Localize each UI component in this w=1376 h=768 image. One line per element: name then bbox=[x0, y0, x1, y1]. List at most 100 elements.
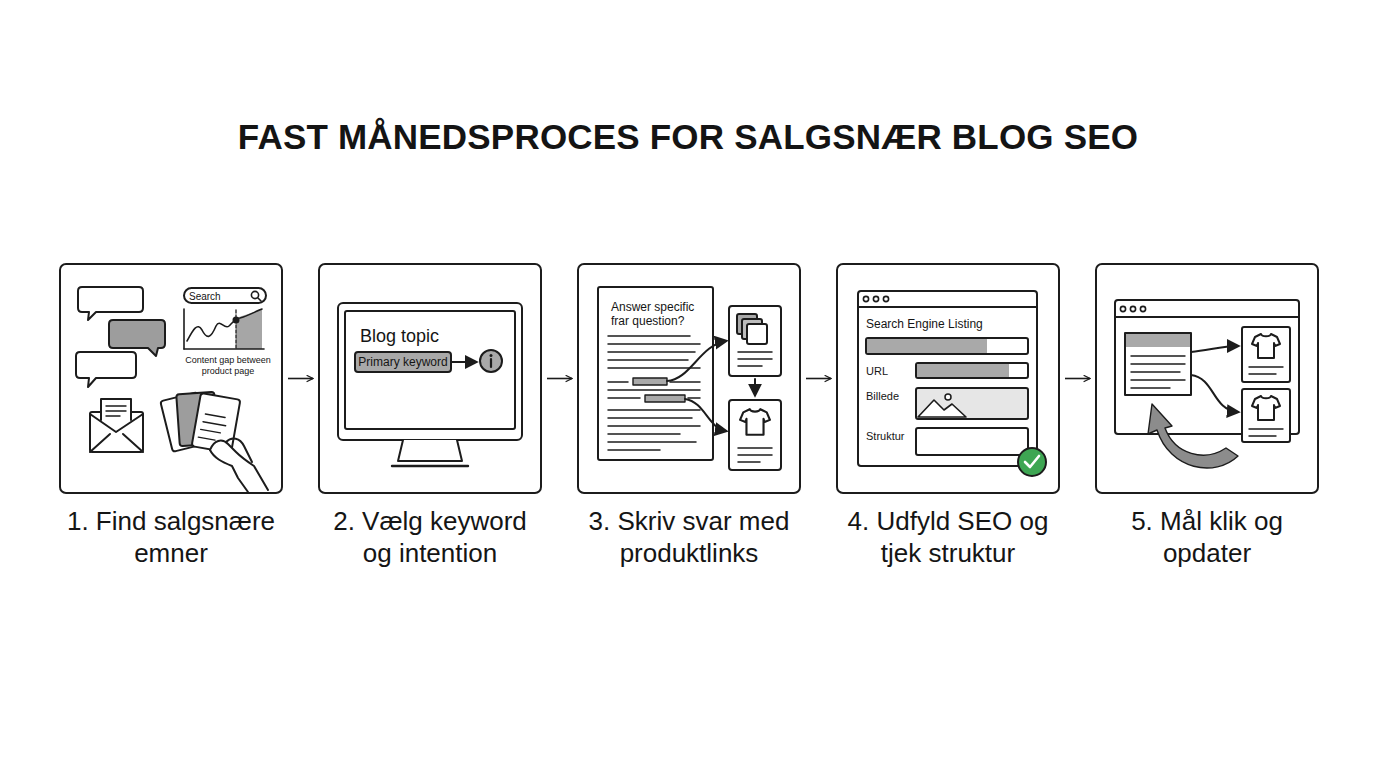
screen-heading: Blog topic bbox=[360, 325, 500, 347]
speech-bubbles bbox=[76, 287, 165, 387]
monitor-icon-part bbox=[398, 440, 462, 461]
search-chart bbox=[184, 288, 266, 349]
speech-bubbles-part bbox=[109, 320, 165, 356]
step-caption: 2. Vælg keyword og intention bbox=[322, 505, 538, 569]
envelope-icon bbox=[90, 399, 143, 452]
process-step-box: 3. Skriv svar med produktlinksAnswer spe… bbox=[577, 263, 801, 494]
document-icon-part bbox=[645, 395, 685, 402]
search-chart-part bbox=[187, 309, 262, 341]
step-caption: 3. Skriv svar med produktlinks bbox=[581, 505, 797, 569]
measure-browser-part bbox=[1120, 306, 1125, 311]
product-cards-part bbox=[754, 379, 756, 395]
seo-form-browser-part bbox=[873, 296, 878, 301]
flow-arrow bbox=[547, 378, 572, 380]
search-chart-part bbox=[258, 298, 261, 301]
monitor-icon-part bbox=[490, 354, 493, 357]
monitor-icon-part bbox=[392, 465, 468, 467]
product-cards-part bbox=[740, 409, 770, 435]
monitor-icon-part bbox=[490, 359, 492, 367]
chart-caption: Content gap between product page bbox=[179, 355, 277, 377]
measure-browser-part bbox=[1242, 327, 1290, 382]
monitor-icon-part bbox=[355, 352, 451, 372]
envelope-icon-part bbox=[90, 434, 143, 452]
measure-browser-part bbox=[1252, 396, 1280, 420]
measure-browser-part bbox=[1115, 316, 1299, 318]
measure-browser bbox=[1115, 300, 1299, 468]
monitor-icon-part bbox=[451, 361, 476, 363]
search-chart-part bbox=[184, 348, 264, 350]
seo-form-browser-part bbox=[858, 291, 1037, 466]
seo-form-browser-part bbox=[1025, 456, 1039, 467]
measure-browser-part bbox=[1125, 333, 1191, 395]
measure-browser-part bbox=[1252, 334, 1280, 358]
measure-browser-part bbox=[1126, 334, 1190, 347]
field-label: Struktur bbox=[866, 430, 918, 443]
keyword-chip: Primary keyword bbox=[355, 355, 451, 369]
seo-form-browser-part bbox=[917, 364, 1009, 377]
monitor-icon-part bbox=[480, 350, 502, 372]
measure-browser-part bbox=[1140, 306, 1145, 311]
search-chart-part bbox=[234, 318, 239, 323]
seo-form-browser-part bbox=[918, 400, 966, 417]
step-caption: 5. Mål klik og opdater bbox=[1099, 505, 1315, 569]
seo-form-browser-part bbox=[916, 363, 1028, 378]
document-icon-part bbox=[608, 336, 700, 368]
hand-with-cards-part bbox=[210, 450, 248, 492]
flow-arrow bbox=[288, 378, 313, 380]
product-cards-part bbox=[747, 324, 767, 344]
process-step-box: 4. Udfyld SEO og tjek strukturSearch Eng… bbox=[836, 263, 1060, 494]
measure-browser-part bbox=[1249, 429, 1283, 436]
speech-bubbles-part bbox=[78, 287, 143, 320]
seo-form-browser-part bbox=[945, 394, 951, 400]
step-caption: 1. Find salgsnære emner bbox=[63, 505, 279, 569]
monitor-icon-part bbox=[338, 303, 522, 440]
hand-with-cards-part bbox=[210, 441, 268, 490]
product-cards-part bbox=[667, 341, 726, 381]
seo-form-browser bbox=[858, 291, 1046, 476]
step-caption: 4. Udfyld SEO og tjek struktur bbox=[840, 505, 1056, 569]
product-cards-part bbox=[729, 400, 781, 470]
hand-with-cards bbox=[160, 392, 268, 492]
measure-browser-part bbox=[1191, 346, 1238, 352]
seo-form-browser-part bbox=[867, 339, 987, 353]
seo-form-browser-part bbox=[883, 296, 888, 301]
product-cards-part bbox=[738, 352, 772, 366]
diagram-title: FAST MÅNEDSPROCES FOR SALGSNÆR BLOG SEO bbox=[0, 117, 1376, 157]
product-cards-part bbox=[685, 399, 726, 431]
flow-arrow bbox=[1065, 378, 1090, 380]
seo-form-browser-part bbox=[916, 388, 1028, 419]
product-cards-part bbox=[729, 306, 781, 376]
process-step-box: 2. Vælg keyword og intentionBlog topicPr… bbox=[318, 263, 542, 494]
search-chart-part bbox=[184, 288, 266, 303]
monitor-icon bbox=[338, 303, 522, 466]
process-step-box: 5. Mål klik og opdater bbox=[1095, 263, 1319, 494]
measure-browser-part bbox=[1130, 306, 1135, 311]
seo-form-browser-part bbox=[1018, 448, 1046, 476]
hand-with-cards-part bbox=[198, 414, 227, 442]
seo-form-browser-part bbox=[866, 338, 1028, 354]
monitor-icon-part bbox=[345, 311, 515, 429]
process-step-box: 1. Find salgsnære emnerSearchContent gap… bbox=[59, 263, 283, 494]
search-label: Search bbox=[189, 291, 241, 303]
seo-form-browser-part bbox=[858, 306, 1037, 308]
measure-browser-part bbox=[1131, 356, 1185, 388]
measure-browser-part bbox=[1148, 404, 1238, 468]
product-cards-part bbox=[738, 448, 772, 462]
field-label: Billede bbox=[866, 390, 916, 403]
hand-with-cards-part bbox=[226, 439, 252, 462]
document-icon-part bbox=[633, 378, 667, 385]
envelope-icon-part bbox=[106, 406, 126, 416]
product-cards bbox=[667, 306, 781, 470]
document-question: Answer specific frar question? bbox=[611, 300, 715, 328]
speech-bubbles-part bbox=[76, 352, 136, 387]
search-chart-part bbox=[235, 310, 236, 349]
measure-browser-part bbox=[1249, 367, 1283, 374]
search-chart-part bbox=[183, 309, 185, 349]
listing-heading: Search Engine Listing bbox=[866, 317, 1016, 331]
document-icon-part bbox=[608, 410, 700, 450]
measure-browser-part bbox=[1191, 375, 1238, 412]
envelope-icon-part bbox=[101, 399, 131, 420]
